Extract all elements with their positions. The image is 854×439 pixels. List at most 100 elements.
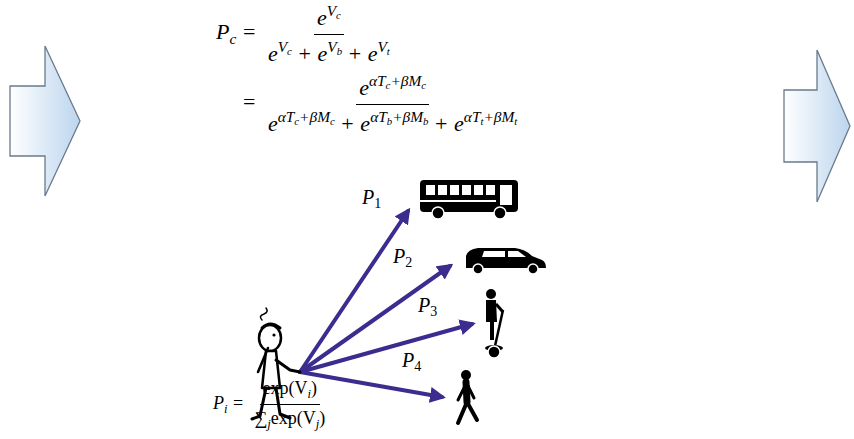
math-symbol: e <box>454 111 464 136</box>
subscript: c <box>294 115 299 127</box>
formula: =eαTc+βMceαTc+βMc+eαTb+βMb+eαTt+βMt <box>236 72 523 136</box>
bus-icon <box>420 180 518 219</box>
math-symbol: c <box>287 45 292 57</box>
math-symbol: b <box>423 115 428 127</box>
formula: P4 <box>402 349 421 375</box>
math-symbol: e <box>268 111 278 136</box>
superscript: Vc <box>327 2 341 19</box>
subscript: c <box>386 79 391 91</box>
math-symbol: j <box>316 417 320 431</box>
math-symbol: e <box>317 5 327 30</box>
denominator: ∑jexp(Vj) <box>251 405 328 431</box>
segway-icon <box>485 289 503 358</box>
flow-arrow <box>784 50 850 202</box>
math-symbol: V <box>327 2 336 19</box>
math-symbol: +βM <box>299 108 330 125</box>
math-symbol: +βM <box>483 108 514 125</box>
math-symbol: V <box>327 38 336 55</box>
math-symbol: = <box>233 393 243 413</box>
math-symbol: αT <box>369 72 386 89</box>
math-symbol: P <box>393 245 405 267</box>
math-symbol: e <box>317 41 327 66</box>
subscript: j <box>267 417 271 431</box>
math-symbol: = <box>243 89 255 114</box>
math-symbol: 3 <box>430 304 437 319</box>
math-symbol: αT <box>370 108 387 125</box>
subscript: t <box>514 115 517 127</box>
formula: P3 <box>418 294 437 320</box>
math-symbol: e <box>368 41 378 66</box>
math-symbol: + <box>435 111 447 136</box>
math-symbol: 2 <box>405 255 412 270</box>
subscript: 1 <box>374 196 381 211</box>
superscript: αTc+βMc <box>369 72 426 89</box>
subscript: 4 <box>414 359 421 374</box>
subscript: 3 <box>430 304 437 319</box>
subscript: c <box>287 45 292 57</box>
formula: P2 <box>393 245 412 271</box>
denominator: eVc+eVb+eVt <box>265 35 393 67</box>
math-symbol: αT <box>278 108 295 125</box>
math-symbol: + <box>349 41 361 66</box>
math-symbol: t <box>514 115 517 127</box>
math-symbol: + <box>298 41 310 66</box>
math-symbol: = <box>243 19 255 44</box>
superscript: αTb+βMb <box>370 108 428 125</box>
math-symbol: t <box>387 45 390 57</box>
fraction: eVceVc+eVb+eVt <box>265 2 393 66</box>
math-symbol: V <box>377 38 386 55</box>
math-symbol: + <box>341 111 353 136</box>
math-symbol: 4 <box>414 359 421 374</box>
superscript: αTc+βMc <box>278 108 335 125</box>
choice-arrows <box>300 211 472 397</box>
subscript: i <box>308 387 312 401</box>
superscript: Vb <box>327 38 342 55</box>
subscript: j <box>316 417 320 431</box>
numerator: exp(Vi) <box>260 378 320 405</box>
math-symbol: ∑ <box>254 408 267 428</box>
formula: Pc=eVceVc+eVb+eVt <box>216 2 396 66</box>
math-symbol: exp(V <box>263 378 308 398</box>
math-symbol: P <box>418 294 430 316</box>
subscript: b <box>337 45 342 57</box>
superscript: αTt+βMt <box>464 108 518 125</box>
math-symbol: V <box>278 38 287 55</box>
math-symbol: b <box>337 45 342 57</box>
subscript: b <box>423 115 428 127</box>
superscript: Vt <box>377 38 389 55</box>
formula: Pi=exp(Vi)∑jexp(Vj) <box>213 378 331 431</box>
math-symbol: P <box>213 393 224 413</box>
flow-arrow <box>10 46 80 196</box>
fraction: eαTc+βMceαTc+βMc+eαTb+βMb+eαTt+βMt <box>265 72 520 136</box>
math-symbol: c <box>294 115 299 127</box>
math-symbol: c <box>330 115 335 127</box>
math-symbol: e <box>359 75 369 100</box>
math-symbol: e <box>268 41 278 66</box>
math-symbol: c <box>386 79 391 91</box>
math-symbol: ) <box>311 378 317 398</box>
math-symbol: P <box>402 349 414 371</box>
subscript: c <box>336 9 341 21</box>
fraction: exp(Vi)∑jexp(Vj) <box>251 378 328 431</box>
math-symbol: t <box>480 115 483 127</box>
math-symbol: c <box>229 30 236 47</box>
walker-icon <box>458 370 477 423</box>
math-symbol: i <box>308 387 312 401</box>
formula: P1 <box>362 186 381 212</box>
van-icon <box>466 248 546 274</box>
math-symbol: exp(V <box>271 408 316 428</box>
subscript: 2 <box>405 255 412 270</box>
math-symbol: 1 <box>374 196 381 211</box>
math-symbol: +βM <box>390 72 421 89</box>
math-symbol: ) <box>319 408 325 428</box>
math-symbol: P <box>216 19 229 44</box>
math-symbol: P <box>362 186 374 208</box>
math-symbol: αT <box>464 108 481 125</box>
math-symbol: b <box>387 115 392 127</box>
numerator: eVc <box>314 2 344 35</box>
superscript: Vc <box>278 38 292 55</box>
subscript: b <box>387 115 392 127</box>
math-symbol: e <box>360 111 370 136</box>
subscript: c <box>229 30 236 47</box>
numerator: eαTc+βMc <box>356 72 429 105</box>
